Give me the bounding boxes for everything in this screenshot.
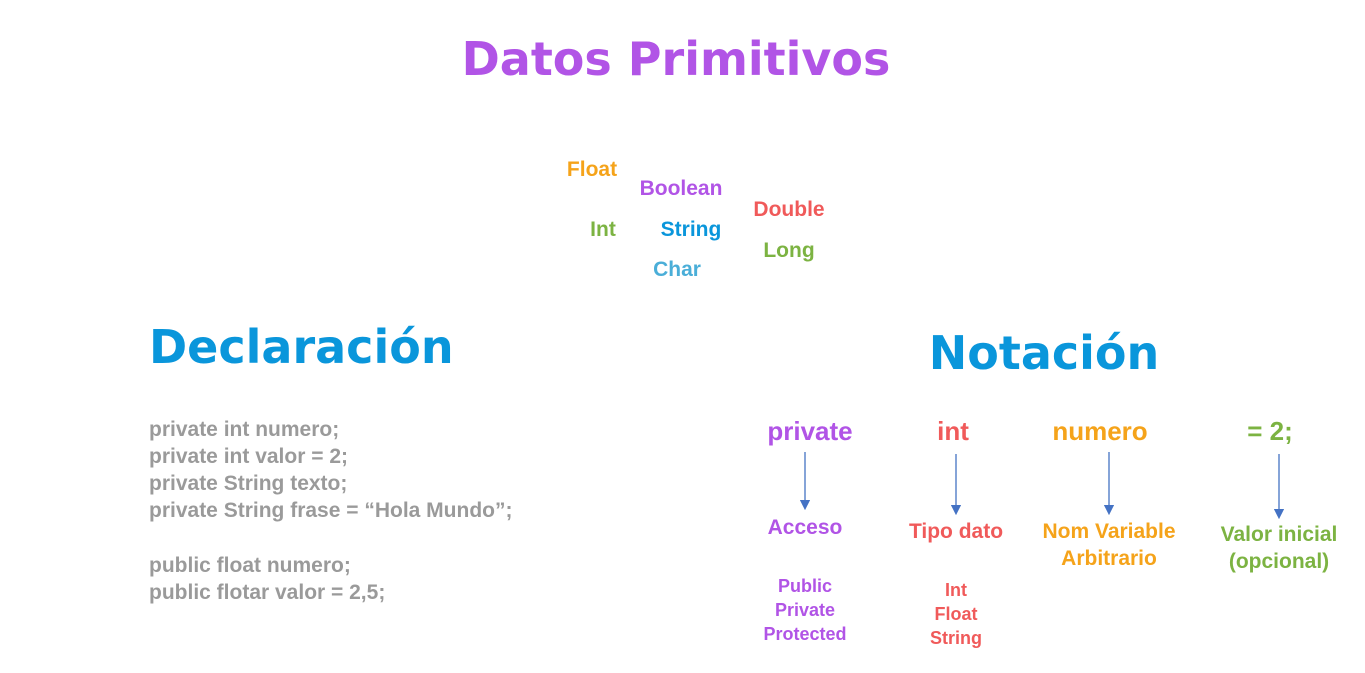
code-line: public float numero; — [149, 554, 351, 577]
list-item: Public — [777, 576, 832, 596]
notation-word-value: = 2; — [1247, 416, 1293, 446]
type-long: Long — [763, 239, 815, 262]
code-block: private int numero; private int valor = … — [149, 416, 512, 524]
data-types-list: Int Float String — [930, 578, 982, 650]
page-title: Datos Primitivos — [461, 32, 891, 86]
label-nom-variable: Nom Variable Arbitrario — [1042, 520, 1176, 570]
label-valor-inicial: Valor inicial (opcional) — [1220, 523, 1338, 573]
list-item: Private — [774, 600, 836, 620]
list-item: Int — [945, 580, 967, 600]
notacion-heading: Notación — [928, 326, 1160, 380]
type-string: String — [660, 218, 722, 241]
declaracion-heading: Declaración — [149, 320, 454, 374]
label-acceso: Acceso — [767, 516, 843, 539]
list-item: Float — [934, 604, 978, 624]
code-line: private String frase = “Hola Mundo”; — [149, 499, 513, 522]
code-block: public float numero; public flotar valor… — [149, 552, 385, 606]
notation-word-numero: numero — [1052, 416, 1148, 446]
code-line: private String texto; — [149, 472, 348, 495]
label-tipo-dato: Tipo dato — [908, 520, 1004, 543]
type-char: Char — [653, 258, 701, 281]
access-modifiers-list: Public Private Protected — [763, 574, 846, 646]
list-item: String — [930, 628, 982, 648]
code-line: private int valor = 2; — [149, 445, 348, 468]
notation-word-int: int — [937, 416, 969, 446]
type-int: Int — [590, 218, 616, 241]
type-double: Double — [753, 198, 825, 221]
list-item: Protected — [763, 624, 847, 644]
code-line: public flotar valor = 2,5; — [149, 581, 386, 604]
type-float: Float — [566, 158, 618, 181]
code-line: private int numero; — [149, 418, 340, 441]
type-boolean: Boolean — [639, 177, 723, 200]
notation-word-private: private — [767, 416, 853, 446]
